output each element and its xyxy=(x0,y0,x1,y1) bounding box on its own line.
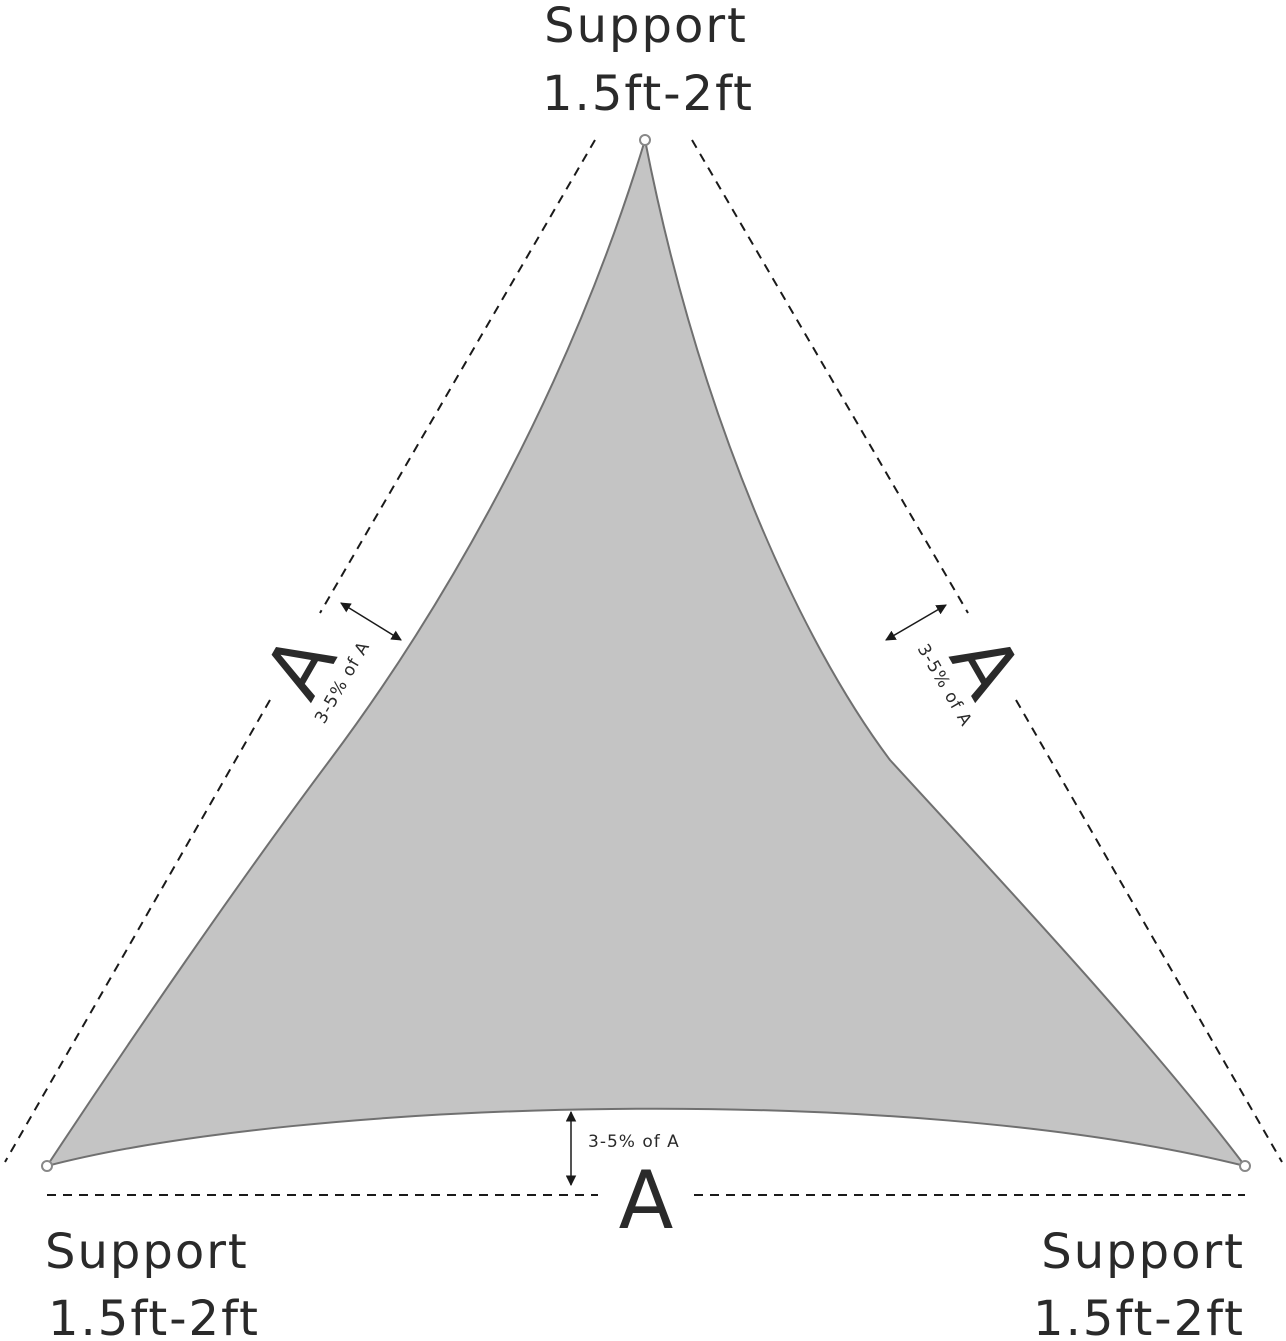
bottom-right-support-height: 1.5ft-2ft xyxy=(1033,1291,1245,1341)
bottom-side-length-label: A xyxy=(619,1154,674,1247)
corner-ring-left xyxy=(41,1160,53,1172)
corner-ring-right xyxy=(1239,1160,1251,1172)
bottom-left-support-label: Support xyxy=(45,1224,249,1280)
bottom-sag-label: 3-5% of A xyxy=(588,1132,680,1152)
right-sag-arrow xyxy=(885,604,947,641)
right-dimension-line-upper xyxy=(691,139,969,614)
bottom-left-support-height: 1.5ft-2ft xyxy=(48,1291,260,1341)
corner-ring-top xyxy=(639,134,651,146)
right-dimension-line-lower xyxy=(1015,699,1283,1163)
left-dimension-line-lower xyxy=(4,699,271,1163)
top-support-height: 1.5ft-2ft xyxy=(542,66,754,122)
top-support-label: Support xyxy=(544,0,748,54)
sail-shape xyxy=(44,139,1248,1168)
left-sag-arrow xyxy=(340,602,402,641)
left-dimension-line-upper xyxy=(319,139,596,614)
bottom-right-support-label: Support xyxy=(1041,1224,1245,1280)
